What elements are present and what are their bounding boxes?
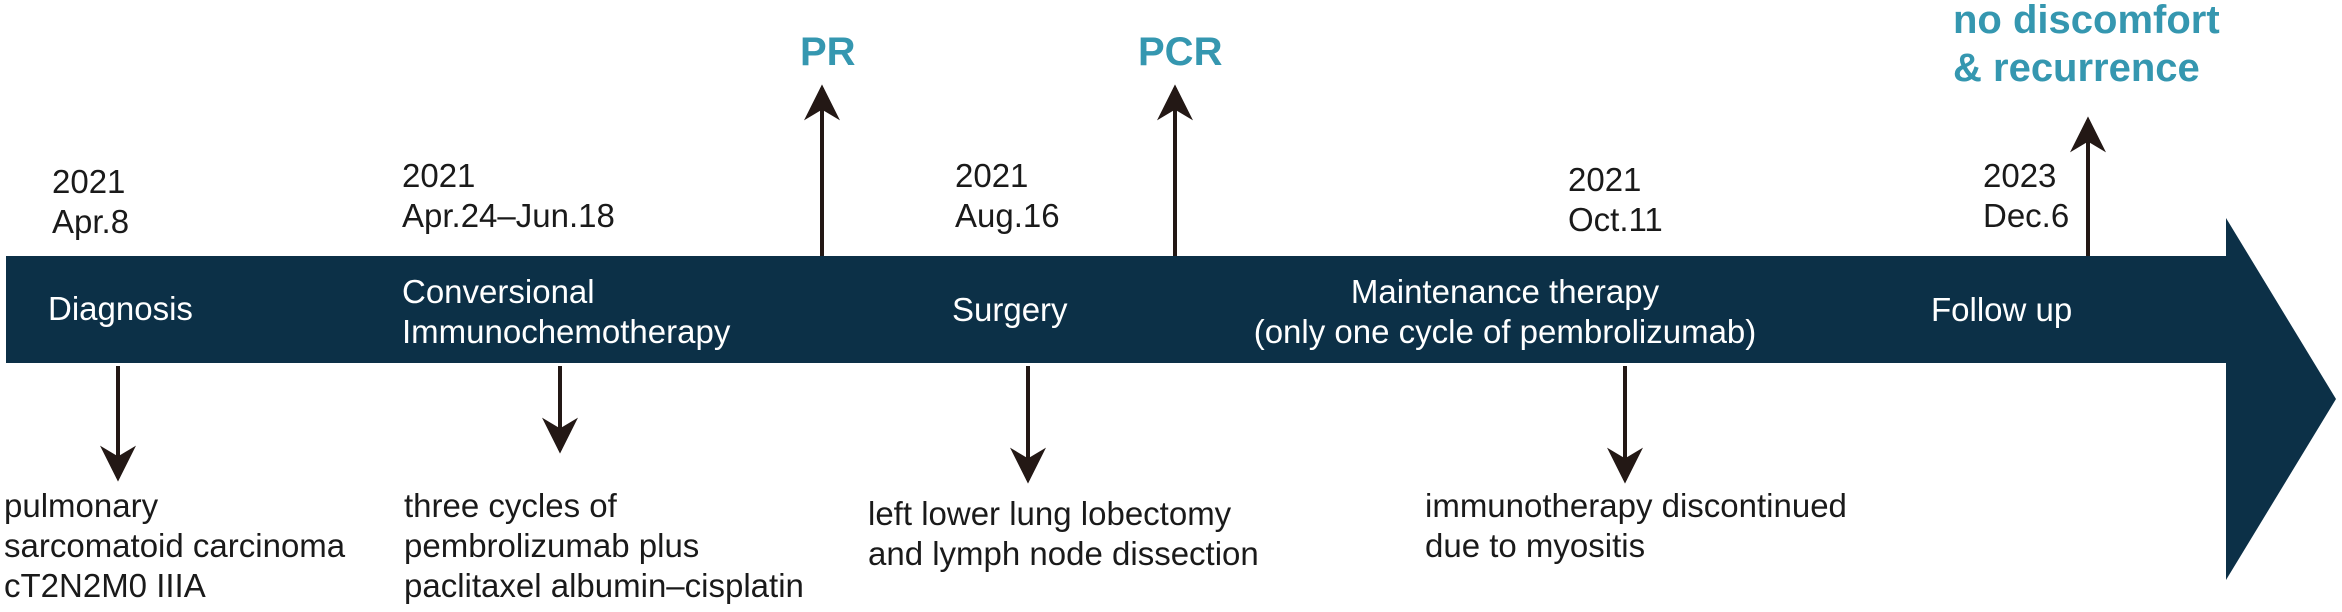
phase-label: Diagnosis: [48, 290, 193, 327]
detail-line: cT2N2M0 IIIA: [4, 567, 206, 604]
date-day: Aug.16: [955, 197, 1060, 234]
phase-follow-up: Follow up: [1931, 290, 2072, 330]
phase-label: Conversional: [402, 273, 595, 310]
phase-diagnosis: Diagnosis: [48, 289, 193, 329]
phase-surgery: Surgery: [952, 290, 1068, 330]
phase-immunochemotherapy: Conversional Immunochemotherapy: [402, 272, 730, 352]
phase-label: Immunochemotherapy: [402, 313, 731, 350]
outcome-label: no discomfort: [1953, 0, 2220, 42]
detail-line: immunotherapy discontinued: [1425, 487, 1847, 524]
date-immunochemotherapy: 2021 Apr.24–Jun.18: [402, 156, 615, 236]
detail-line: pulmonary: [4, 487, 159, 524]
phase-label: (only one cycle of pembrolizumab): [1253, 313, 1757, 350]
date-day: Apr.8: [52, 203, 130, 240]
outcome-pcr: PCR: [1138, 28, 1222, 76]
date-diagnosis: 2021 Apr.8: [52, 162, 129, 242]
date-maintenance: 2021 Oct.11: [1568, 160, 1663, 240]
detail-immunochemotherapy: three cycles of pembrolizumab plus pacli…: [404, 486, 804, 606]
detail-line: and lymph node dissection: [868, 535, 1259, 572]
date-surgery: 2021 Aug.16: [955, 156, 1060, 236]
outcome-label: & recurrence: [1953, 46, 2200, 90]
detail-diagnosis: pulmonary sarcomatoid carcinoma cT2N2M0 …: [4, 486, 345, 606]
outcome-no-discomfort: no discomfort & recurrence: [1953, 0, 2220, 92]
timeline-band: [6, 256, 2232, 363]
phase-label: Follow up: [1931, 291, 2073, 328]
phase-label: Maintenance therapy: [1350, 273, 1660, 310]
phase-label: Surgery: [952, 291, 1068, 328]
phase-maintenance: Maintenance therapy (only one cycle of p…: [1230, 272, 1780, 352]
date-year: 2023: [1983, 157, 2057, 194]
detail-line: left lower lung lobectomy: [868, 495, 1232, 532]
outcome-label: PCR: [1138, 30, 1223, 74]
outcome-pr: PR: [800, 28, 856, 76]
timeline-arrowhead: [2226, 218, 2336, 580]
date-year: 2021: [52, 163, 126, 200]
date-day: Dec.6: [1983, 197, 2070, 234]
detail-surgery: left lower lung lobectomy and lymph node…: [868, 494, 1259, 574]
detail-line: sarcomatoid carcinoma: [4, 527, 346, 564]
detail-line: three cycles of: [404, 487, 617, 524]
date-year: 2021: [955, 157, 1029, 194]
date-day: Apr.24–Jun.18: [402, 197, 615, 234]
outcome-label: PR: [800, 30, 856, 74]
detail-maintenance: immunotherapy discontinued due to myosit…: [1425, 486, 1847, 566]
date-year: 2021: [402, 157, 476, 194]
detail-line: due to myositis: [1425, 527, 1646, 564]
date-follow-up: 2023 Dec.6: [1983, 156, 2069, 236]
detail-line: paclitaxel albumin–cisplatin: [404, 567, 804, 604]
detail-line: pembrolizumab plus: [404, 527, 700, 564]
date-year: 2021: [1568, 161, 1642, 198]
date-day: Oct.11: [1568, 201, 1663, 238]
